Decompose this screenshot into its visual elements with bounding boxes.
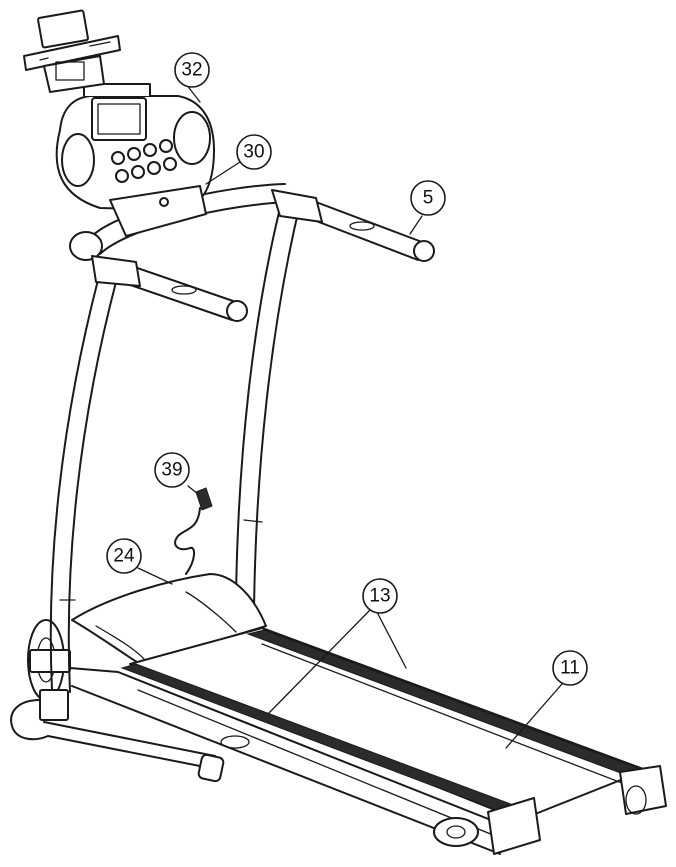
- power-cord: [174, 487, 213, 575]
- console: [55, 83, 215, 237]
- left-handlebar: [91, 255, 248, 322]
- callout-5-label: 5: [423, 188, 434, 209]
- callout-24-label: 24: [113, 546, 135, 567]
- callout-11: 11: [552, 650, 588, 686]
- callout-32: 32: [174, 52, 210, 88]
- callout-11-label: 11: [560, 658, 580, 679]
- callout-5: 5: [410, 180, 446, 216]
- motor-hood: [71, 573, 267, 665]
- callout-13: 13: [362, 578, 398, 614]
- front-roller: [433, 765, 667, 855]
- side-rails: [69, 629, 650, 855]
- callout-13-label: 13: [369, 586, 390, 607]
- left-upright: [49, 279, 117, 693]
- callout-32-label: 32: [181, 60, 202, 81]
- callout-39-label: 39: [161, 460, 182, 481]
- right-handlebar: [271, 189, 435, 262]
- callout-30: 30: [236, 134, 272, 170]
- base-frame: [10, 619, 250, 783]
- tablet-holder: [23, 9, 121, 93]
- callout-30-label: 30: [243, 142, 264, 163]
- callout-39: 39: [154, 452, 190, 488]
- callout-24: 24: [106, 538, 142, 574]
- console-buttons: [111, 139, 177, 183]
- right-upright: [235, 199, 301, 609]
- leader-lines: [137, 83, 563, 749]
